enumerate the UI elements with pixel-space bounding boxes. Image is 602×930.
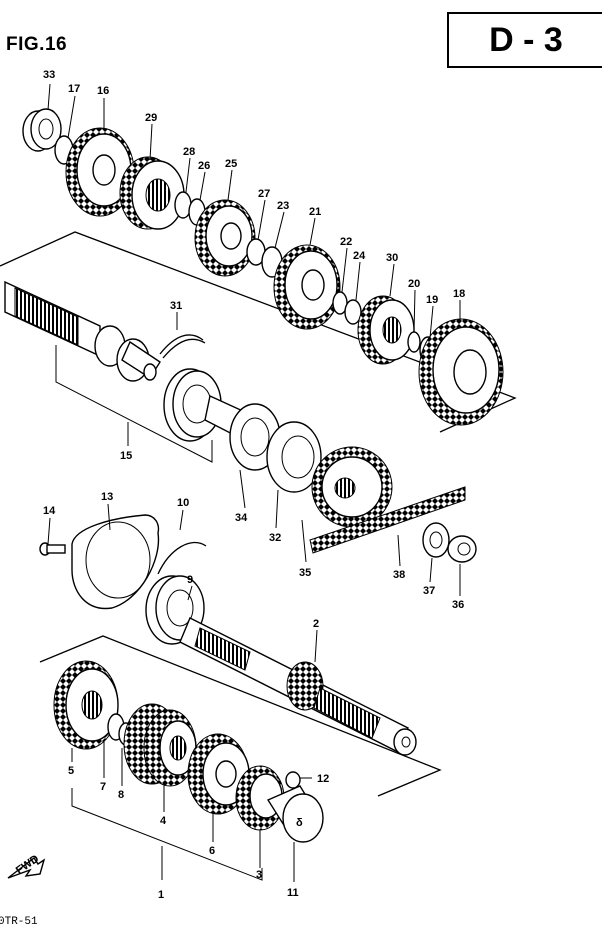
callout-15: 15	[120, 450, 132, 462]
part-15-bracket	[55, 345, 213, 463]
part-12-bushing	[285, 771, 301, 789]
part-4-gear	[123, 703, 197, 787]
callout-17: 17	[68, 83, 80, 95]
part-29-gear	[119, 156, 185, 230]
callout-14: 14	[43, 505, 56, 517]
callout-2: 2	[313, 618, 319, 630]
callout-10: 10	[177, 497, 189, 509]
part-30-gear	[357, 295, 415, 365]
part-1-bracket	[71, 788, 263, 881]
fwd-arrow-icon: FWD	[7, 853, 46, 879]
callout-20: 20	[408, 278, 420, 290]
callout-32: 32	[269, 532, 281, 544]
part-21-gear	[273, 244, 341, 330]
part-11-bearing-cap: δ	[266, 785, 324, 843]
part-2-driveshaft	[179, 617, 417, 756]
callout-35: 35	[299, 567, 311, 579]
callout-3: 3	[256, 869, 262, 881]
part-37-lock-washer	[422, 522, 450, 558]
part-32-spacer	[266, 421, 322, 493]
part-18-gear	[418, 318, 504, 426]
callout-5: 5	[68, 765, 74, 777]
callout-34: 34	[235, 512, 248, 524]
part-25-gear	[194, 199, 256, 277]
part-16-gear	[65, 127, 135, 217]
callout-1: 1	[158, 889, 164, 901]
part-14-bolt	[39, 542, 66, 556]
callout-11: 11	[287, 887, 299, 899]
callout-28: 28	[183, 146, 195, 158]
svg-text:δ: δ	[296, 817, 303, 829]
lower-assembly-frame	[39, 635, 442, 797]
part-24-circlip	[344, 299, 362, 325]
part-31-circlip	[159, 334, 204, 355]
callout-16: 16	[97, 85, 109, 97]
leader-lines	[47, 83, 461, 882]
callout-18: 18	[453, 288, 465, 300]
callout-21: 21	[309, 206, 321, 218]
callout-labels: 33 17 16 29 28 26 25 27 23 21 22 24 30 2…	[43, 69, 465, 901]
part-33-needle-bearing	[22, 108, 62, 152]
callout-24: 24	[353, 250, 366, 262]
footer-code: 0TR-51	[0, 916, 38, 928]
callout-13: 13	[101, 491, 113, 503]
callout-8: 8	[118, 789, 124, 801]
part-36-nut	[447, 535, 477, 563]
callout-30: 30	[386, 252, 398, 264]
callout-37: 37	[423, 585, 435, 597]
callout-23: 23	[277, 200, 289, 212]
callout-12: 12	[317, 773, 329, 785]
part-5-gear	[53, 660, 119, 750]
callout-4: 4	[160, 815, 167, 827]
callout-27: 27	[258, 188, 270, 200]
callout-7: 7	[100, 781, 106, 793]
section-code-box: D - 3	[447, 12, 602, 68]
part-15-countershaft	[4, 280, 161, 382]
part-38-drive-chain	[309, 486, 466, 554]
part-10-circlip	[157, 541, 207, 575]
callout-19: 19	[426, 294, 438, 306]
callout-9: 9	[187, 574, 193, 586]
callout-33: 33	[43, 69, 55, 81]
figure-label: FIG.16	[6, 34, 68, 55]
part-13-retainer-plate	[71, 514, 160, 610]
callout-38: 38	[393, 569, 405, 581]
callout-31: 31	[170, 300, 182, 312]
callout-22: 22	[340, 236, 352, 248]
callout-36: 36	[452, 599, 464, 611]
part-35-sprocket	[311, 446, 393, 528]
callout-29: 29	[145, 112, 157, 124]
callout-26: 26	[198, 160, 210, 172]
part-20-washer	[407, 331, 421, 353]
callout-25: 25	[225, 158, 237, 170]
callout-6: 6	[209, 845, 215, 857]
